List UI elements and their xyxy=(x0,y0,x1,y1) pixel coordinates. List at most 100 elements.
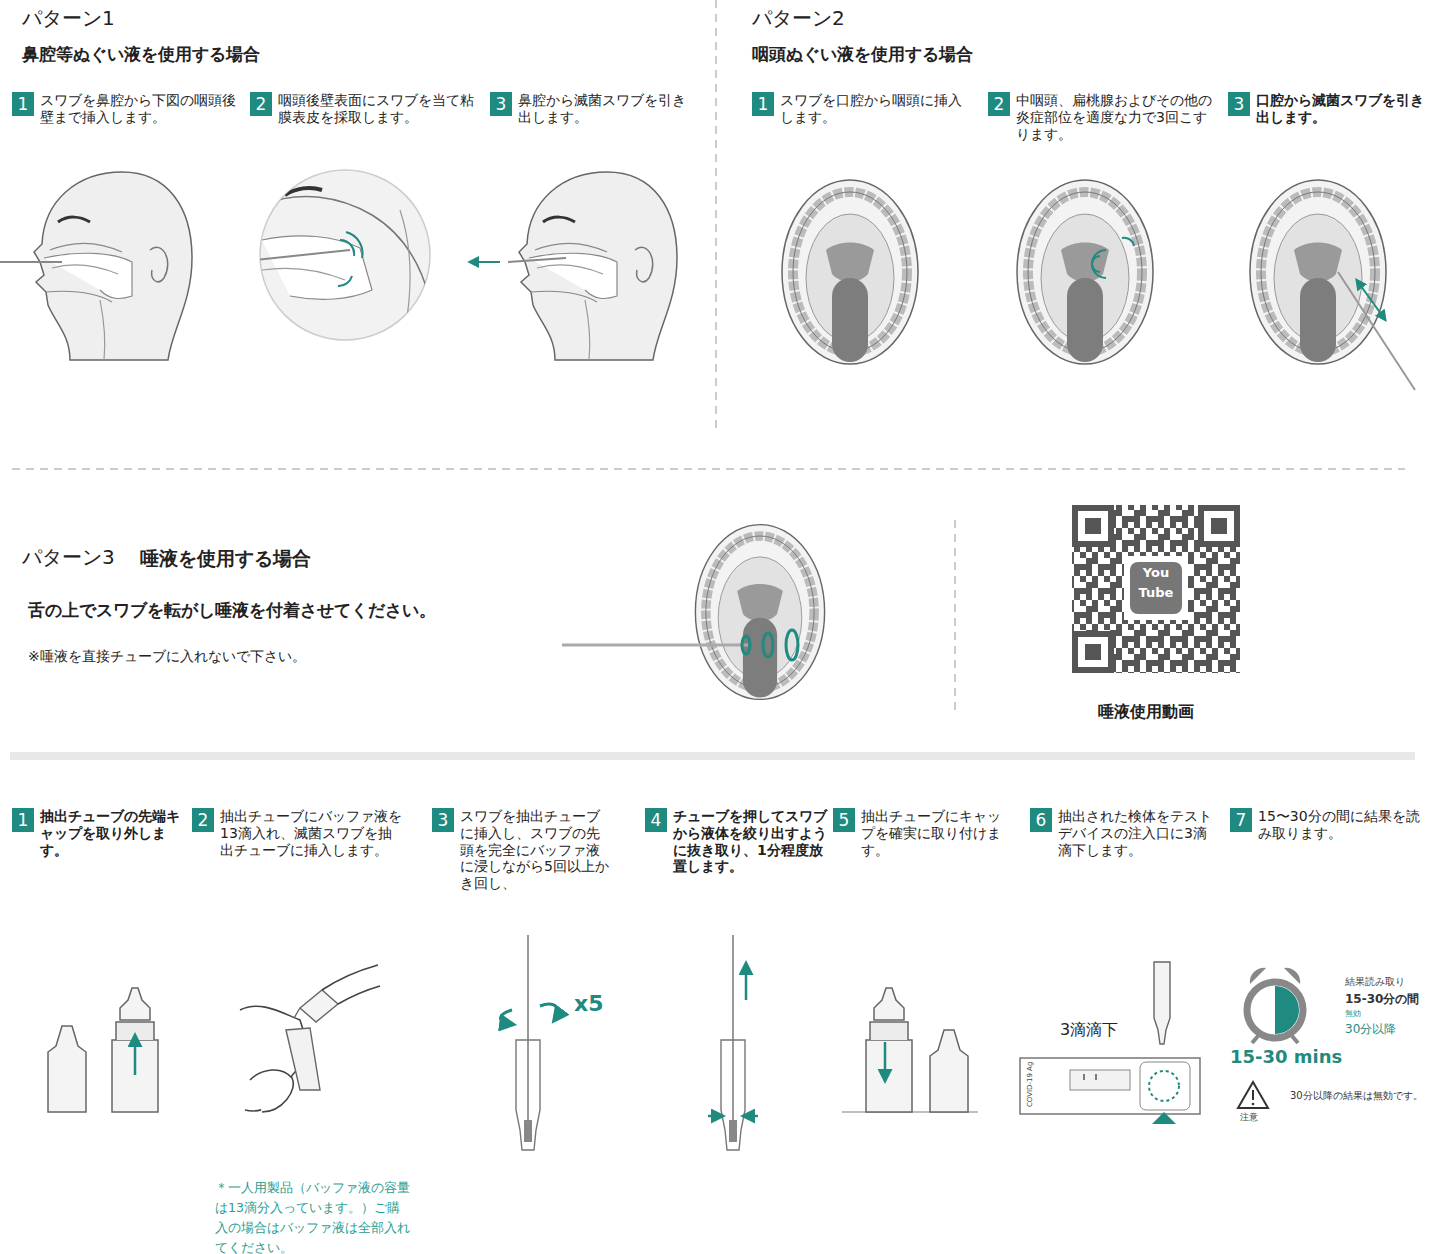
caution-caption: 注意 xyxy=(1240,1112,1258,1123)
time-badge: 15-30 mins xyxy=(1230,1046,1342,1069)
zoom-figure-part-part xyxy=(262,197,430,300)
step-text: 抽出チューブにキャップを確実に取り付けます。 xyxy=(861,808,1001,858)
timer-clock-part xyxy=(1247,982,1303,1038)
repeat-count: x5 xyxy=(574,990,604,1018)
pattern-subtitle: 唾液を使用する場合 xyxy=(140,547,311,571)
time-window: 15-30分の間 xyxy=(1345,992,1419,1007)
mouth-figure-part xyxy=(1250,180,1386,364)
divider-line xyxy=(12,468,1405,470)
zoom-figure-part-part xyxy=(400,210,410,330)
mouth-figure-part xyxy=(1017,180,1153,364)
video-caption: 唾液使用動画 xyxy=(1098,702,1194,722)
zoom-figure xyxy=(255,170,430,340)
step-number: 3 xyxy=(1228,92,1250,116)
swab-tube-figure-part xyxy=(732,935,734,1125)
step-text: 鼻腔から滅菌スワブを引き出します。 xyxy=(518,92,695,126)
qr-code-part xyxy=(1072,505,1114,547)
divider-band xyxy=(10,752,1415,760)
step-item: 3スワブを抽出チューブに挿入し、スワブの先頭を完全にバッファ液に浸しながら5回以… xyxy=(432,808,610,892)
step-text: 抽出された検体をテストデバイスの注入口に3滴滴下します。 xyxy=(1058,808,1215,858)
mouth-figure-part xyxy=(1092,250,1106,278)
note-text: ※唾液を直接チューブに入れないで下さい。 xyxy=(28,648,306,666)
step-text: 15〜30分の間に結果を読み取ります。 xyxy=(1258,808,1420,842)
swab-tube-figure-part xyxy=(721,1040,745,1150)
qr-code-part xyxy=(1201,508,1237,544)
head-figure-part xyxy=(472,261,500,263)
qr-code xyxy=(1072,505,1240,673)
invalid-time: 30分以降 xyxy=(1345,1022,1396,1037)
warning-icon xyxy=(1238,1082,1268,1108)
zoom-figure-part-part xyxy=(338,276,352,286)
test-device-figure-part xyxy=(1152,1112,1176,1124)
zoom-figure-part-part xyxy=(340,240,354,256)
pattern-heading: パターン3 xyxy=(22,545,115,570)
swab-tube-figure-part xyxy=(527,935,529,1125)
test-device-figure-part xyxy=(1020,1058,1200,1114)
step-number: 7 xyxy=(1230,808,1252,832)
zoom-figure-part xyxy=(255,188,430,330)
qr-code-part xyxy=(1198,505,1240,547)
mouth-figure xyxy=(1017,180,1153,364)
test-device-figure-part xyxy=(1070,1070,1130,1090)
head-figure-part xyxy=(0,261,62,263)
head-figure-part xyxy=(519,172,677,360)
step-item: 1抽出チューブの先端キャップを取り外します。 xyxy=(12,808,180,858)
head-figure xyxy=(472,172,677,360)
step-text: スワブを口腔から咽頭に挿入します。 xyxy=(780,92,967,126)
tube-figure-part xyxy=(870,1022,908,1040)
step-number: 4 xyxy=(645,808,667,832)
legend-caption: 結果読み取り xyxy=(1345,976,1405,989)
zoom-figure-part-part xyxy=(262,268,345,280)
warning-icon-part xyxy=(1252,1103,1255,1106)
swab-tube-figure-part xyxy=(516,1040,540,1150)
step-text: 抽出チューブの先端キャップを取り外します。 xyxy=(40,808,180,858)
step-number: 1 xyxy=(12,92,34,116)
hand-figure-part xyxy=(322,965,380,1004)
swab-tube-figure-part xyxy=(729,1120,737,1142)
tube-figure xyxy=(48,988,158,1112)
swab-tube-figure xyxy=(500,935,558,1150)
zoom-figure-part xyxy=(260,170,430,340)
step-number: 2 xyxy=(192,808,214,832)
step-number: 6 xyxy=(1030,808,1052,832)
mouth-figure-part xyxy=(1338,272,1415,390)
step-item: 3鼻腔から滅菌スワブを引き出します。 xyxy=(490,92,695,126)
hand-figure-part xyxy=(294,1008,300,1018)
pattern-heading: パターン1 xyxy=(22,6,115,31)
swab-tube-figure-part xyxy=(524,1120,532,1142)
warning-icon-part xyxy=(1252,1090,1254,1100)
hand-figure-part xyxy=(250,1070,293,1112)
tube-figure-part xyxy=(134,1038,137,1075)
pattern-heading: パターン2 xyxy=(752,6,845,31)
tube-figure-part xyxy=(120,988,150,1020)
zoom-figure-part-part xyxy=(255,250,350,260)
footnote: ＊一人用製品（バッファ液の容量は13滴分入っています。）ご購入の場合はバッファ液… xyxy=(215,1178,410,1254)
step-item: 5抽出チューブにキャップを確実に取り付けます。 xyxy=(833,808,1001,858)
tube-figure xyxy=(842,988,978,1112)
pattern-subtitle: 鼻腔等ぬぐい液を使用する場合 xyxy=(22,44,260,65)
step-item: 3口腔から滅菌スワブを引き出します。 xyxy=(1228,92,1428,126)
qr-code-part xyxy=(1085,518,1101,534)
timer-clock-part xyxy=(1275,986,1299,1034)
qr-code-part xyxy=(1075,634,1111,670)
hand-figure-part xyxy=(300,990,338,1022)
step-number: 5 xyxy=(833,808,855,832)
mouth-figure-part xyxy=(1358,282,1384,318)
test-device-figure-part xyxy=(1154,962,1170,1044)
tube-figure-part xyxy=(874,988,904,1020)
step-item: 1スワブを口腔から咽頭に挿入します。 xyxy=(752,92,967,126)
tube-figure-part xyxy=(116,1022,154,1040)
mouth-figure-part xyxy=(1122,238,1134,246)
step-number: 2 xyxy=(250,92,272,116)
step-item: 4チューブを押してスワブから液体を絞り出すように抜き取り、1分程度放置します。 xyxy=(645,808,830,875)
step-text: 抽出チューブにバッファ液を13滴入れ、滅菌スワブを抽出チューブに挿入します。 xyxy=(220,808,402,858)
swab-tube-figure xyxy=(708,935,758,1150)
mouth-figure-part xyxy=(763,633,773,657)
mouth-figure-part xyxy=(742,636,750,654)
tube-figure-part xyxy=(930,1030,968,1112)
logo-text: You xyxy=(1132,565,1180,581)
mouth-figure-part xyxy=(786,630,798,660)
instruction-text: 舌の上でスワブを転がし唾液を付着させてください。 xyxy=(28,600,436,621)
